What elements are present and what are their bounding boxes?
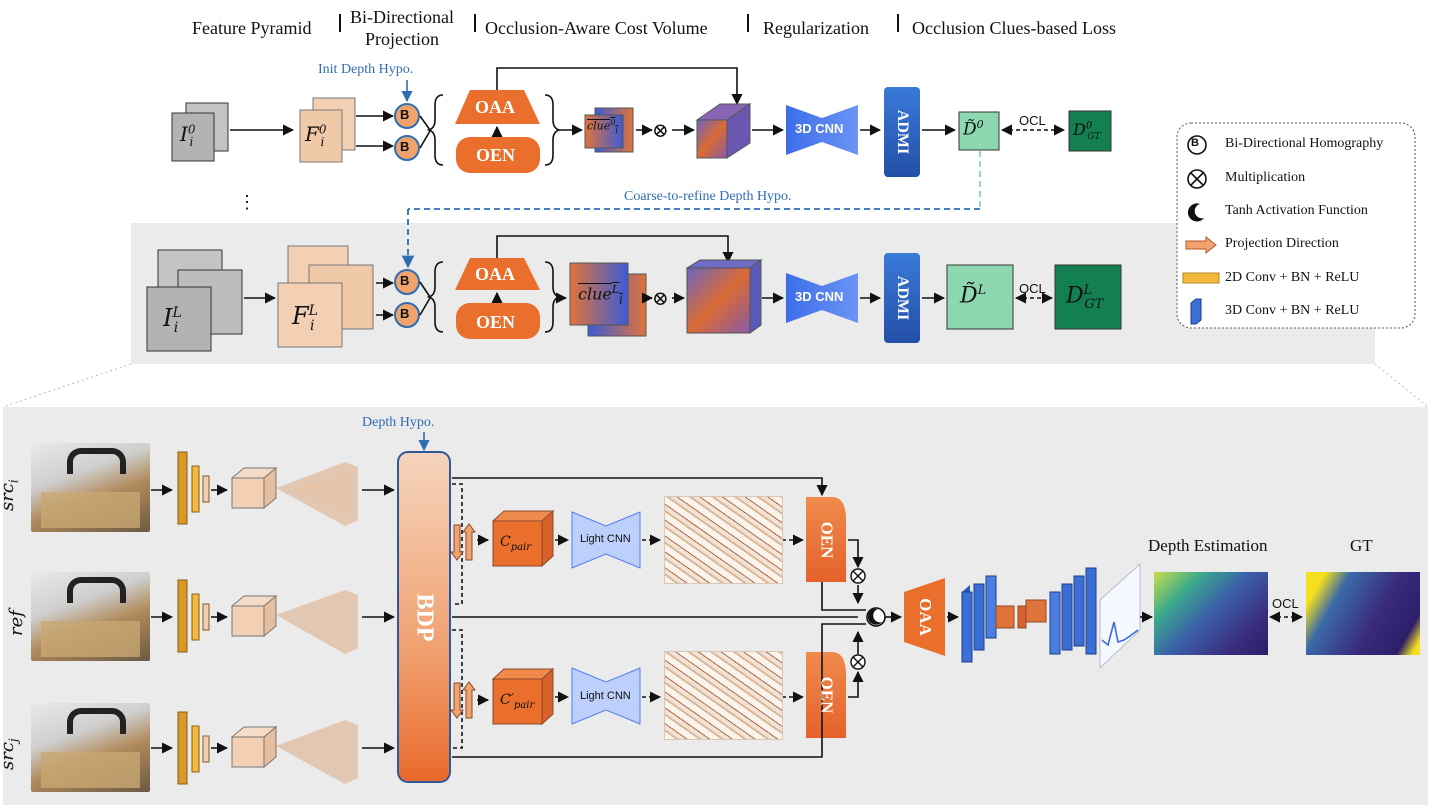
- coarse-to-refine-label: Coarse-to-refine Depth Hypo.: [624, 189, 792, 204]
- clue-label-0: clue0i: [587, 118, 618, 135]
- image-label-L: ILi: [163, 304, 182, 336]
- header-loss: Occlusion Clues-based Loss: [912, 18, 1116, 38]
- c-pair-label: Cpair: [500, 534, 532, 553]
- src-j-label: srcj: [0, 738, 21, 770]
- cnn3d-block: 3D CNN: [795, 289, 844, 304]
- d-tilde-0: D̃0: [963, 118, 984, 140]
- ocl-label-0: OCL: [1019, 113, 1046, 128]
- c-pair-prime-label: C′pair: [500, 692, 535, 711]
- src-i-label: srci: [0, 479, 21, 511]
- src-i-image: [31, 443, 150, 532]
- light-cnn-block: Light CNN: [580, 533, 631, 545]
- b-homography-icon: B: [400, 107, 410, 122]
- header-separator: [897, 14, 899, 32]
- header-separator: [474, 14, 476, 32]
- b-homography-icon: B: [400, 139, 410, 154]
- light-cnn-block: Light CNN: [580, 690, 631, 702]
- admi-label: ADMI: [894, 109, 911, 155]
- bdp-label: BDP: [411, 593, 438, 641]
- ref-image: [31, 572, 150, 661]
- admi-block: ADMI: [884, 253, 920, 343]
- src-j-image: [31, 703, 150, 792]
- oen-block: OEN: [476, 312, 516, 332]
- legend-conv2d-bar-icon: 2D Conv + BN + ReLU: [1225, 270, 1360, 285]
- oaa-block: OAA: [475, 264, 515, 284]
- admi-block: ADMI: [884, 87, 920, 177]
- clue-label-L: clueLi: [578, 283, 623, 307]
- header-separator: [339, 14, 341, 32]
- b-homography-icon: B: [400, 306, 410, 321]
- gt-depth-map: [1306, 572, 1420, 655]
- legend-multiplication-icon: Multiplication: [1225, 170, 1306, 185]
- d-gt-0: D0GT: [1073, 120, 1101, 143]
- depth-hypo-label: Depth Hypo.: [362, 415, 435, 430]
- oen-label: OEN: [817, 676, 836, 714]
- multiplication-icon: ⊗: [652, 288, 669, 310]
- legend-projection-arrow-icon: Projection Direction: [1225, 236, 1339, 251]
- d-gt-L: DLGT: [1066, 283, 1104, 312]
- header-bidirectional-line1: Bi-Directional: [350, 7, 454, 27]
- gt-title: GT: [1350, 536, 1373, 555]
- ocl-label-bottom: OCL: [1272, 596, 1299, 611]
- occlusion-map-bottom: [664, 651, 783, 740]
- oaa-block: OAA: [904, 578, 945, 656]
- oen-label: OEN: [817, 521, 836, 558]
- depth-estimation-map: [1154, 572, 1268, 655]
- depth-estimation-title: Depth Estimation: [1148, 536, 1268, 555]
- oen-block: OEN: [476, 145, 516, 165]
- header-feature-pyramid: Feature Pyramid: [192, 18, 312, 38]
- header-bidirectional-projection: Bi-Directional Projection: [350, 6, 454, 50]
- oaa-label: OAA: [915, 598, 935, 636]
- occlusion-map-top: [664, 496, 783, 584]
- image-label-0: I0i: [180, 122, 196, 149]
- feature-label-0: F0i: [305, 122, 327, 149]
- header-separator: [747, 14, 749, 32]
- d-tilde-L: D̃L: [960, 283, 987, 309]
- bdp-block: BDP: [398, 452, 450, 782]
- legend-b-glyph: B: [1191, 137, 1199, 149]
- header-cost-volume: Occlusion-Aware Cost Volume: [485, 18, 708, 38]
- level-ellipsis: ⋮: [238, 192, 256, 212]
- legend-tanh-icon: Tanh Activation Function: [1225, 203, 1368, 218]
- cnn3d-block: 3D CNN: [795, 121, 844, 136]
- ocl-label-L: OCL: [1019, 281, 1046, 296]
- ref-label: ref: [6, 610, 27, 636]
- multiplication-icon: ⊗: [652, 120, 669, 142]
- b-homography-icon: B: [400, 273, 410, 288]
- feature-label-L: FLi: [292, 302, 318, 334]
- oaa-block: OAA: [475, 97, 515, 117]
- init-depth-hypo-label: Init Depth Hypo.: [318, 62, 414, 77]
- legend-b-circle-icon: Bi-Directional Homography: [1225, 136, 1384, 151]
- oen-block: OEN: [806, 652, 846, 738]
- admi-label: ADMI: [894, 275, 911, 321]
- header-bidirectional-line2: Projection: [364, 29, 439, 49]
- legend-conv3d-block-icon: 3D Conv + BN + ReLU: [1225, 303, 1360, 318]
- oen-block: OEN: [806, 497, 846, 582]
- header-regularization: Regularization: [763, 18, 869, 38]
